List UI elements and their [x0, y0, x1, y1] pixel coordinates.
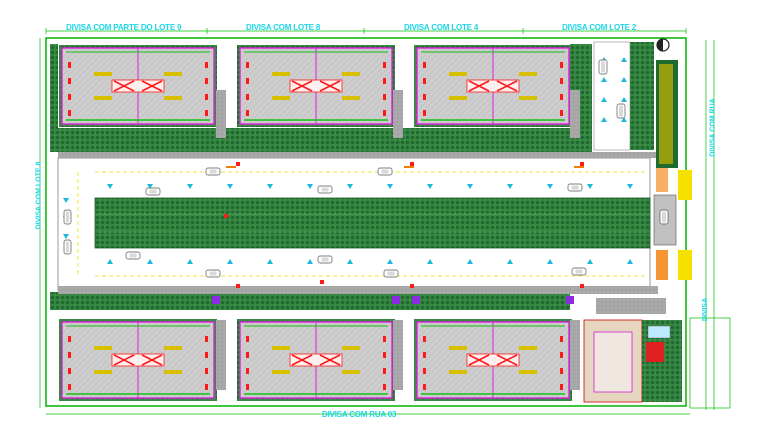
planting-strip-left — [50, 44, 58, 152]
warehouse-block — [237, 45, 395, 127]
arrow-icon — [63, 57, 633, 264]
loading-dock-marker — [289, 79, 343, 93]
label-divisa-right-lower: DIVISA — [702, 297, 710, 322]
car-icon — [63, 59, 669, 278]
car-icon — [125, 251, 141, 260]
car-icon — [659, 209, 669, 225]
car-icon — [63, 209, 72, 225]
warehouse-block — [59, 319, 217, 401]
warehouse-block — [414, 45, 572, 127]
car-icon — [571, 267, 587, 276]
car-icon — [567, 183, 583, 192]
loading-dock-marker — [466, 79, 520, 93]
car-icon — [317, 185, 333, 194]
service-strip — [570, 320, 580, 390]
label-divisa-rua-03: DIVISA COM RUA 03 — [322, 410, 397, 419]
warehouse-block — [414, 319, 572, 401]
planting-strip-bottom — [50, 292, 570, 310]
car-icon — [383, 269, 399, 278]
label-divisa-rua-right: DIVISA COM RUA — [709, 98, 717, 157]
central-planting-island — [94, 197, 651, 249]
gate-marker — [412, 296, 420, 304]
gate-marker — [212, 296, 220, 304]
service-strip — [393, 90, 403, 138]
car-icon — [616, 103, 626, 119]
label-divisa-lote-9: DIVISA COM PARTE DO LOTE 9 — [66, 23, 182, 32]
compass-icon — [656, 38, 670, 52]
loading-dock-marker — [111, 353, 165, 367]
signage-markers — [224, 162, 584, 288]
loading-dock-marker — [111, 79, 165, 93]
road-top-kerb — [58, 152, 658, 158]
warehouse-block — [59, 45, 217, 127]
label-divisa-lote-8-top: DIVISA COM LOTE 8 — [246, 23, 321, 32]
car-icon — [377, 167, 393, 176]
label-divisa-lote-2: DIVISA COM LOTE 2 — [562, 23, 637, 32]
service-strip — [216, 90, 226, 138]
label-divisa-lote-8-left: DIVISA COM LOTE 8 — [35, 161, 43, 230]
car-icon — [205, 167, 221, 176]
road-bottom-kerb — [58, 286, 658, 294]
service-strip — [570, 90, 580, 138]
gate-marker — [566, 296, 574, 304]
car-icon — [145, 187, 161, 196]
loading-dock-marker — [289, 353, 343, 367]
loading-dock-marker — [466, 353, 520, 367]
car-icon — [63, 239, 72, 255]
service-strip — [216, 320, 226, 390]
service-strip — [393, 320, 403, 390]
dimension-lines — [39, 28, 731, 415]
car-icon — [205, 269, 221, 278]
gate-marker — [392, 296, 400, 304]
planting-strip-top — [50, 128, 570, 152]
car-icon — [598, 59, 608, 75]
label-divisa-lote-4: DIVISA COM LOTE 4 — [404, 23, 479, 32]
warehouse-block — [237, 319, 395, 401]
car-icon — [317, 255, 333, 264]
